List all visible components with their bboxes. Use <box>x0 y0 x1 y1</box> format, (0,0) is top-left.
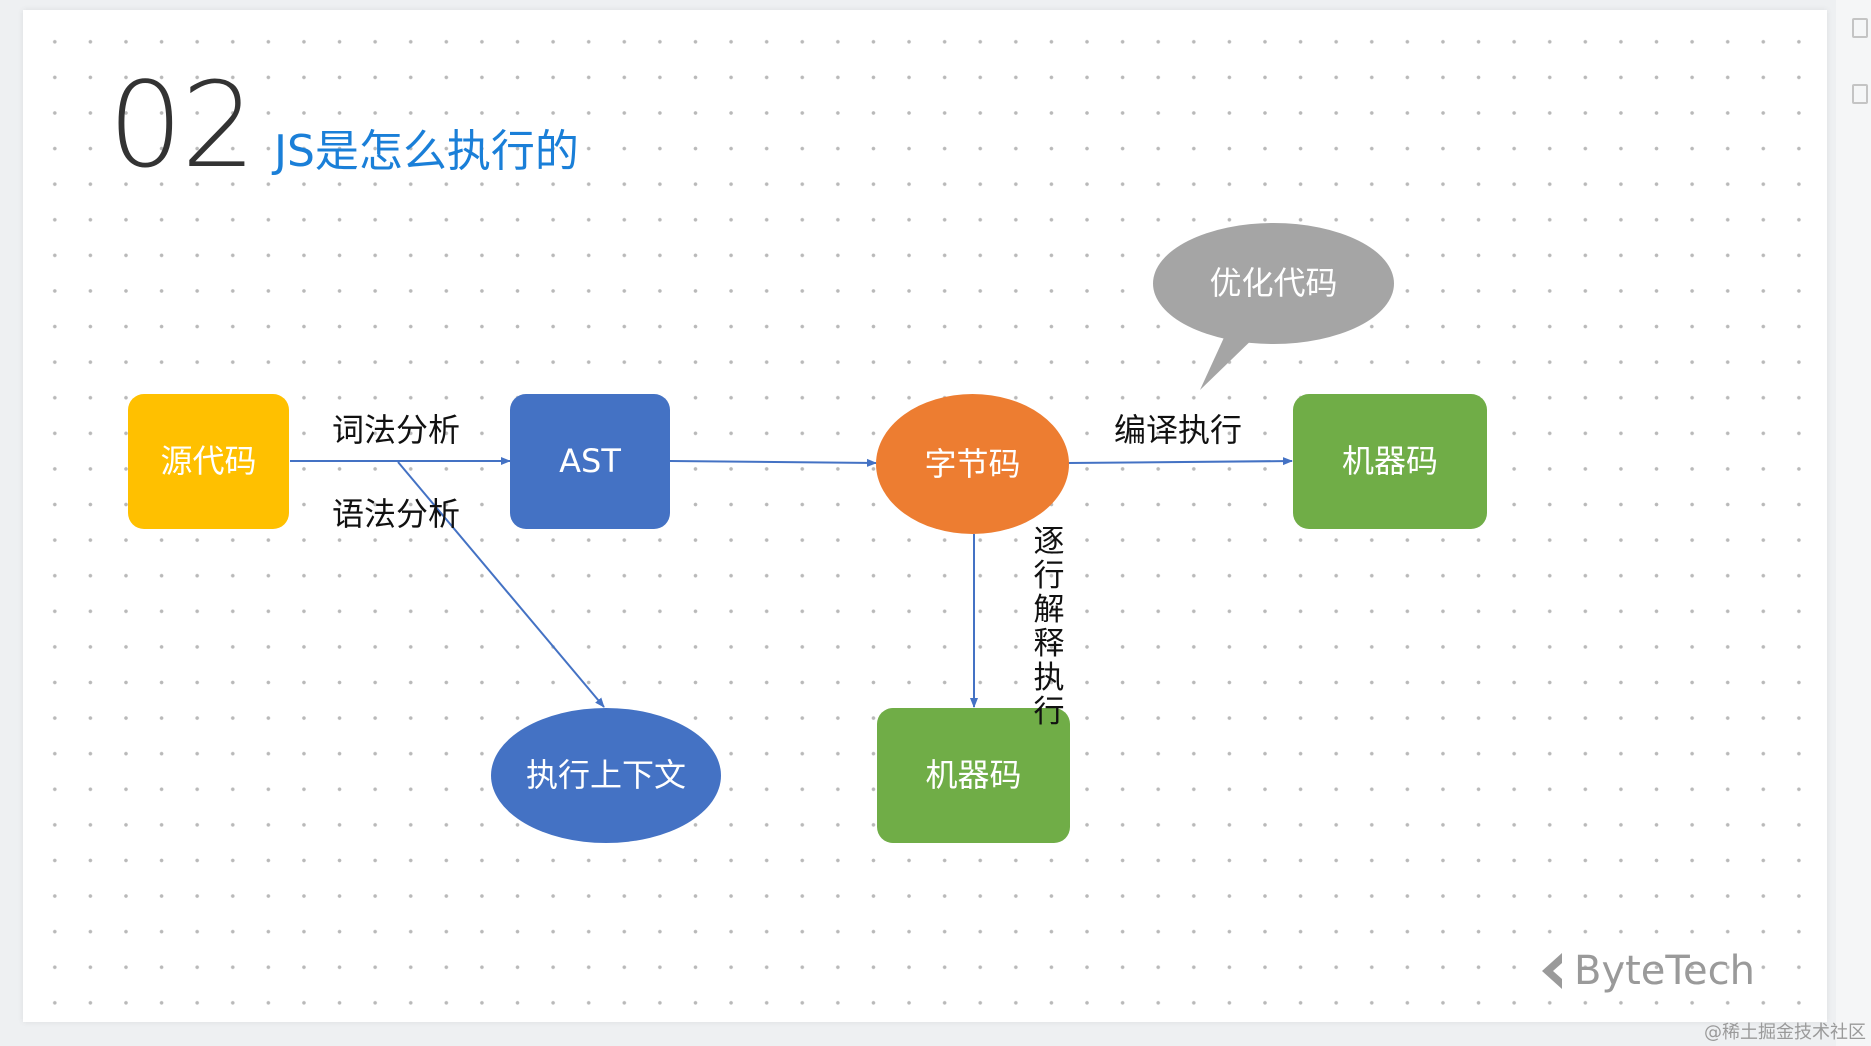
section-number: 02 <box>108 56 256 194</box>
panel-icon[interactable] <box>1852 18 1868 38</box>
lexical-analysis-label: 词法分析 <box>332 411 461 449</box>
image-icon[interactable] <box>1852 84 1868 104</box>
brand-name: ByteTech <box>1574 948 1755 994</box>
credit-watermark: @稀土掘金技术社区 <box>1704 1022 1866 1043</box>
right-toolbar <box>1836 0 1871 1046</box>
bytecode-label: 字节码 <box>924 444 1021 483</box>
execution-context-node: 执行上下文 <box>491 708 721 843</box>
machine-code-node-bottom: 机器码 <box>877 708 1070 843</box>
optimized-code-bubble: 优化代码 <box>1153 223 1394 344</box>
ast-node: AST <box>510 394 670 529</box>
machine-code-bottom-label: 机器码 <box>925 756 1022 795</box>
execution-context-label: 执行上下文 <box>525 756 686 795</box>
interpret-execute-label: 逐行解释执行 <box>1033 524 1065 730</box>
bytetech-logo-icon <box>1542 953 1562 989</box>
source-code-node: 源代码 <box>128 394 289 529</box>
section-title: JS是怎么执行的 <box>274 126 579 177</box>
ast-label: AST <box>559 442 621 481</box>
edge-syntax-context <box>397 461 605 708</box>
optimized-code-label: 优化代码 <box>1209 264 1338 303</box>
machine-code-node-top: 机器码 <box>1293 394 1487 529</box>
edge-ast-bytecode <box>669 458 877 467</box>
edge-bytecode-machine <box>1067 457 1293 466</box>
syntax-analysis-label: 语法分析 <box>332 495 461 533</box>
compile-execute-label: 编译执行 <box>1114 411 1243 449</box>
brand-logo: ByteTech <box>1538 946 1755 996</box>
source-code-label: 源代码 <box>160 442 257 481</box>
machine-code-top-label: 机器码 <box>1341 442 1438 481</box>
bytecode-node: 字节码 <box>876 394 1069 534</box>
